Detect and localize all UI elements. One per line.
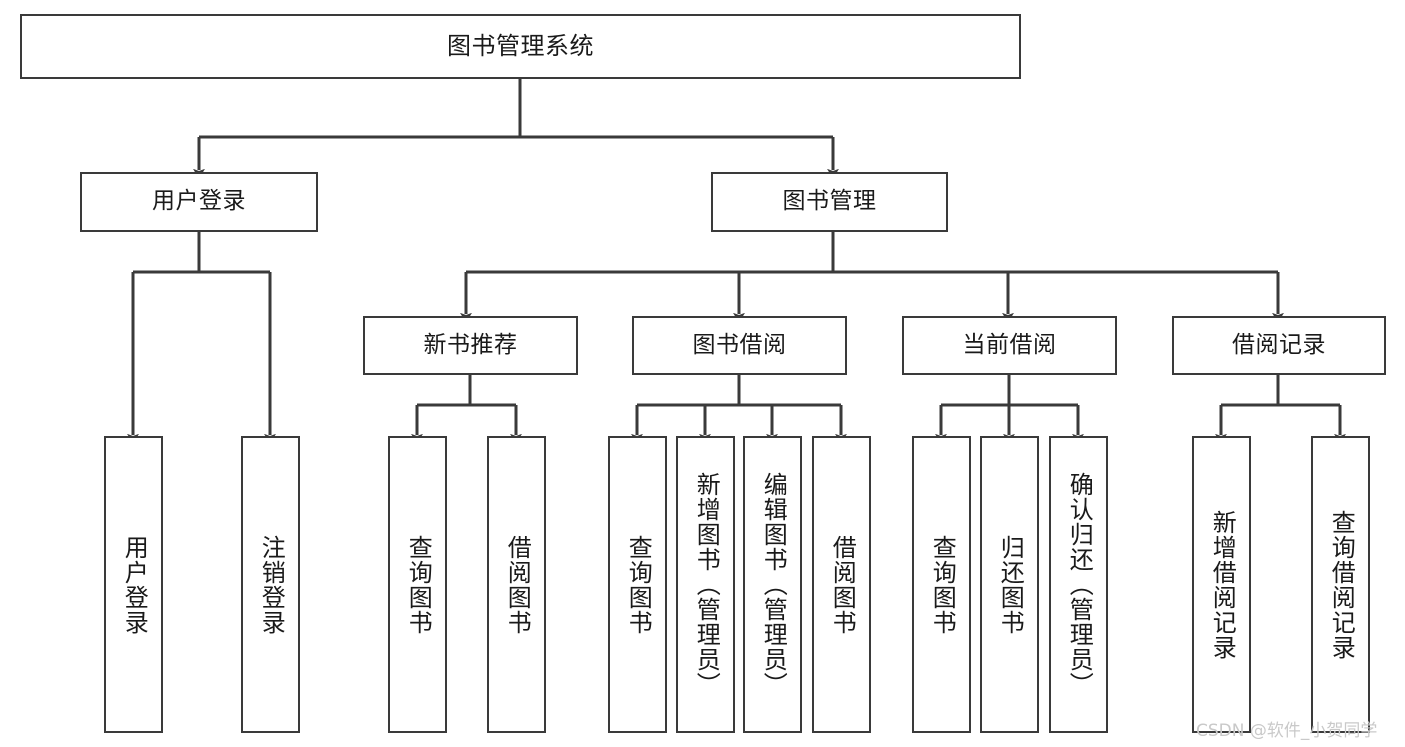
node-root[interactable]: 图书管理系统 <box>20 14 1021 79</box>
node-book-manage-label: 图书管理 <box>782 188 877 215</box>
node-leaf-query-book-2-label: 查询图书 <box>624 534 653 635</box>
node-leaf-return-book[interactable]: 归还图书 <box>980 436 1039 733</box>
node-leaf-borrow-book-1-label: 借阅图书 <box>503 534 532 635</box>
node-leaf-borrow-book-1[interactable]: 借阅图书 <box>487 436 546 733</box>
node-leaf-confirm-return-label: 确认归还（管理员） <box>1065 472 1094 697</box>
node-new-book-rec-label: 新书推荐 <box>423 331 518 358</box>
node-borrow-record-label: 借阅记录 <box>1232 331 1326 358</box>
node-current-borrow-label: 当前借阅 <box>962 331 1057 358</box>
node-book-borrow-label: 图书借阅 <box>692 331 787 358</box>
node-leaf-edit-book[interactable]: 编辑图书（管理员） <box>743 436 802 733</box>
node-leaf-query-book-3-label: 查询图书 <box>928 534 957 635</box>
node-book-manage[interactable]: 图书管理 <box>711 172 948 232</box>
csdn-watermark: CSDN @软件_小贺同学 <box>1196 721 1378 741</box>
node-leaf-add-record-label: 新增借阅记录 <box>1208 509 1237 660</box>
node-leaf-user-login[interactable]: 用户登录 <box>104 436 163 733</box>
node-leaf-borrow-book-2-label: 借阅图书 <box>828 534 857 635</box>
node-leaf-return-book-label: 归还图书 <box>996 534 1025 635</box>
node-user-login-label: 用户登录 <box>152 188 246 215</box>
node-leaf-query-book-1-label: 查询图书 <box>404 534 433 635</box>
node-leaf-add-book[interactable]: 新增图书（管理员） <box>676 436 735 733</box>
node-leaf-logout-label: 注销登录 <box>257 534 286 635</box>
node-leaf-edit-book-label: 编辑图书（管理员） <box>759 472 788 697</box>
node-leaf-query-book-3[interactable]: 查询图书 <box>912 436 971 733</box>
node-book-borrow[interactable]: 图书借阅 <box>632 316 847 375</box>
node-leaf-add-book-label: 新增图书（管理员） <box>692 472 721 697</box>
node-leaf-add-record[interactable]: 新增借阅记录 <box>1192 436 1251 733</box>
node-user-login[interactable]: 用户登录 <box>80 172 318 232</box>
node-leaf-query-book-2[interactable]: 查询图书 <box>608 436 667 733</box>
node-leaf-user-login-label: 用户登录 <box>120 534 149 635</box>
node-leaf-query-book-1[interactable]: 查询图书 <box>388 436 447 733</box>
node-leaf-confirm-return[interactable]: 确认归还（管理员） <box>1049 436 1108 733</box>
node-leaf-query-record-label: 查询借阅记录 <box>1327 509 1356 660</box>
node-borrow-record[interactable]: 借阅记录 <box>1172 316 1386 375</box>
node-leaf-logout[interactable]: 注销登录 <box>241 436 300 733</box>
node-root-label: 图书管理系统 <box>447 32 594 61</box>
node-new-book-rec[interactable]: 新书推荐 <box>363 316 578 375</box>
node-leaf-borrow-book-2[interactable]: 借阅图书 <box>812 436 871 733</box>
node-leaf-query-record[interactable]: 查询借阅记录 <box>1311 436 1370 733</box>
node-current-borrow[interactable]: 当前借阅 <box>902 316 1117 375</box>
